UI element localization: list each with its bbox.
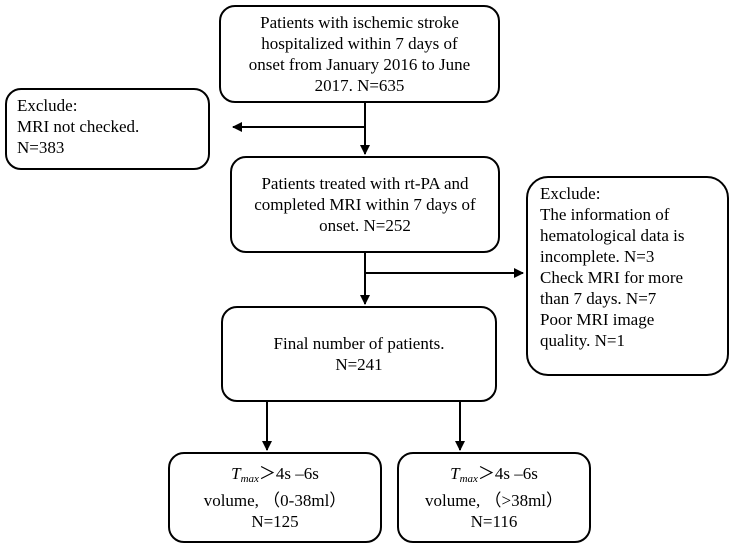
group1-t-letter: T: [231, 464, 241, 483]
exclude-incomplete-data-box: Exclude: The information of hematologica…: [526, 176, 729, 376]
exclude2-line-5: Check MRI for more: [540, 268, 684, 287]
exclude2-line-1: Exclude:: [540, 184, 601, 203]
enrolled-patients-box: Patients with ischemic stroke hospitaliz…: [219, 5, 500, 103]
enrolled-line-1: Patients with ischemic stroke: [260, 13, 459, 32]
group1-tmax-line: Tmax＞4s –6s: [170, 463, 380, 490]
enrolled-line-2: hospitalized within 7 days of: [261, 34, 458, 53]
exclude-mri-not-checked-box: Exclude: MRI not checked. N=383: [5, 88, 210, 170]
group-0-38ml-box: Tmax＞4s –6s volume, （0-38ml） N=125: [168, 452, 382, 543]
group1-t-subscript: max: [240, 473, 259, 485]
treated-line-2: completed MRI within 7 days of: [254, 195, 476, 214]
group-over-38ml-box: Tmax＞4s –6s volume, （>38ml） N=116: [397, 452, 591, 543]
exclude1-line-3: N=383: [17, 138, 65, 157]
group2-volume: volume, （>38ml）: [424, 491, 564, 510]
group2-t-subscript: max: [459, 473, 478, 485]
exclude1-line-2: MRI not checked.: [17, 117, 140, 136]
final-line-2: N=241: [335, 355, 383, 374]
treated-line-3: onset. N=252: [319, 216, 411, 235]
exclude2-line-7: Poor MRI image: [540, 310, 655, 329]
enrolled-line-4: 2017. N=635: [314, 76, 405, 95]
group2-tmax-line: Tmax＞4s –6s: [399, 463, 589, 490]
exclude2-line-4: incomplete. N=3: [540, 247, 655, 266]
enrolled-line-3: onset from January 2016 to June: [248, 55, 471, 74]
exclude2-line-3: hematological data is: [540, 226, 685, 245]
group1-count: N=125: [251, 512, 299, 531]
group2-threshold: ＞4s –6s: [477, 464, 538, 483]
final-patients-box: Final number of patients. N=241: [221, 306, 497, 402]
exclude2-line-2: The information of: [540, 205, 670, 224]
group1-volume: volume, （0-38ml）: [203, 491, 347, 510]
group2-count: N=116: [470, 512, 518, 531]
final-line-1: Final number of patients.: [273, 334, 445, 353]
exclude1-line-1: Exclude:: [17, 96, 78, 115]
exclude2-line-8: quality. N=1: [540, 331, 625, 350]
group2-t-letter: T: [450, 464, 460, 483]
group1-threshold: ＞4s –6s: [258, 464, 319, 483]
treated-patients-box: Patients treated with rt-PA and complete…: [230, 156, 500, 253]
treated-line-1: Patients treated with rt-PA and: [261, 174, 469, 193]
exclude2-line-6: than 7 days. N=7: [540, 289, 657, 308]
